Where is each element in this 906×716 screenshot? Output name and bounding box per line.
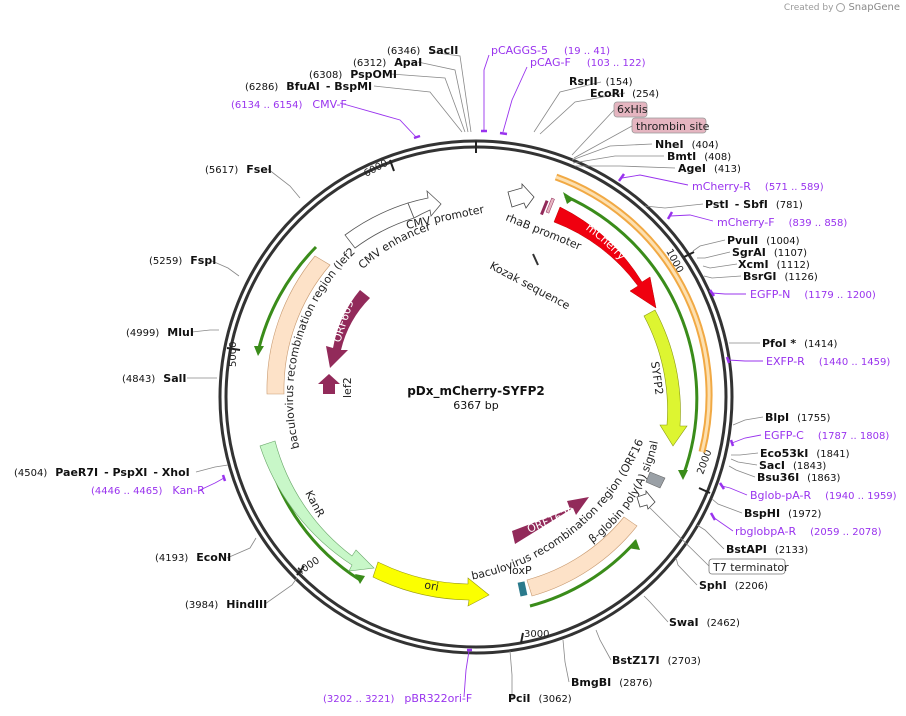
sypf2-feature	[643, 309, 688, 447]
enzyme-label: BlpI(1755)	[765, 411, 830, 424]
bglobin-box	[645, 471, 666, 489]
created-by-text: Created by	[783, 2, 834, 13]
enzyme-label: SwaI(2462)	[669, 616, 740, 629]
scale-ticks	[226, 141, 711, 644]
primer-leader-lines	[199, 54, 763, 698]
enzyme-label: SphI(2206)	[699, 579, 768, 592]
primer-label: EXFP-R(1440 .. 1459)	[766, 355, 890, 368]
kozak-label: Kozak sequence	[488, 259, 573, 312]
enzyme-label: (3984)HindIII	[185, 598, 267, 611]
primer-label: (3202 .. 3221)pBR322ori-F	[323, 692, 472, 705]
orange-region-arc-core	[555, 175, 711, 453]
strand-arrowheads	[254, 192, 688, 584]
enzyme-label: SacI(1843)	[759, 459, 826, 472]
enzyme-label: BstZ17I(2703)	[612, 654, 701, 667]
snapgene-credit: Created by SnapGene	[784, 2, 900, 13]
thrombin-site-label: thrombin site	[636, 120, 710, 133]
cmv-promoter-feature	[407, 189, 442, 219]
lef2-feature	[318, 374, 340, 394]
lef2-label: lef2	[341, 377, 354, 398]
baculovirus-recombination-right	[526, 516, 638, 597]
enzyme-label: AgeI(413)	[678, 162, 741, 175]
orf603-feature	[326, 290, 370, 368]
loxp-label: loxP	[509, 564, 532, 577]
enzyme-label: EcoRI(254)	[590, 87, 659, 100]
enzyme-label: Bsu36I(1863)	[757, 471, 841, 484]
boxed-features: 6xHis thrombin site T7 terminator	[571, 101, 789, 575]
t7-terminator-tag	[708, 558, 786, 575]
enzyme-label: (5259)FspI	[149, 254, 216, 267]
enzyme-label: BspHI(1972)	[744, 507, 821, 520]
kozak-mark	[532, 253, 539, 266]
loxp-feature	[517, 581, 528, 597]
t7-terminator-label: T7 terminator	[712, 561, 789, 574]
enzyme-label: PvuII(1004)	[727, 234, 800, 247]
enzyme-leader-lines	[187, 51, 764, 698]
primer-label: (4446 .. 4465)Kan-R	[91, 484, 205, 497]
enzyme-label: (4843)SalI	[122, 372, 186, 385]
enzyme-label: BstAPI(2133)	[726, 543, 808, 556]
primer-label: pCAG-F(103 .. 122)	[530, 56, 646, 69]
enzyme-label: (4999)MluI	[126, 326, 194, 339]
orf603-label: ORF603	[330, 298, 356, 344]
tick-label-3000: 3000	[524, 629, 549, 640]
mcherry-label: mCherry	[583, 221, 628, 263]
enzyme-label: Eco53kI(1841)	[760, 447, 850, 460]
enzyme-label: (4193)EcoNI	[155, 551, 231, 564]
kanr-feature	[259, 440, 375, 572]
primer-label: mCherry-R(571 .. 589)	[692, 180, 824, 193]
small-promoter-arrow	[636, 489, 656, 510]
enzyme-label: (6312)ApaI	[353, 56, 422, 69]
primer-label: pCAGGS-5(19 .. 41)	[491, 44, 610, 57]
thrombin-site-tag	[631, 117, 707, 134]
primer-label: mCherry-F(839 .. 858)	[717, 216, 847, 229]
enzyme-label: PfoI *(1414)	[762, 337, 837, 350]
enzyme-label: XcmI(1112)	[738, 258, 810, 271]
sypf2-label: SYFP2	[648, 361, 666, 396]
enzyme-label: NheI(404)	[655, 138, 719, 151]
primer-label: EGFP-C(1787 .. 1808)	[764, 429, 889, 442]
primer-label: (6134 .. 6154)CMV-F	[231, 98, 347, 111]
orf1629-feature	[512, 497, 589, 544]
enzyme-label: RsrII(154)	[569, 75, 633, 88]
tick-label-4000: 4000	[295, 555, 322, 578]
enzyme-label: (6346)SacII	[387, 44, 458, 57]
primer-label: rbglobpA-R(2059 .. 2078)	[735, 525, 882, 538]
enzyme-label: PstI- SbfI(781)	[705, 198, 803, 211]
enzyme-label: BsrGI(1126)	[743, 270, 818, 283]
enzyme-label: (5617)FseI	[205, 163, 272, 176]
enzyme-label: (4504)PaeR7I- PspXI- XhoI	[14, 466, 190, 479]
enzyme-label: PciI(3062)	[508, 692, 572, 705]
tick-label-5000: 5000	[228, 342, 239, 367]
mcherry-feature	[553, 206, 657, 309]
plasmid-name: pDx_mCherry-SYFP2	[407, 384, 545, 399]
enzyme-label: (6286)BfuAI- BspMI	[245, 80, 372, 93]
snapgene-logo-icon	[836, 3, 846, 12]
baculovirus-recombination-left	[266, 255, 331, 395]
enzyme-label: (6308)PspOMI	[309, 68, 397, 81]
6xhis-tag	[613, 101, 648, 118]
6xhis-label: 6xHis	[617, 103, 648, 116]
snapgene-brand: SnapGene	[848, 2, 900, 13]
enzyme-label: BmgBI(2876)	[571, 676, 653, 689]
ori-feature	[372, 561, 490, 607]
enzyme-label: BmtI(408)	[667, 150, 731, 163]
ori-label: ori	[423, 578, 439, 593]
primer-label: EGFP-N(1179 .. 1200)	[750, 288, 876, 301]
enzyme-labels: (6346)SacII (6312)ApaI (6308)PspOMI (628…	[14, 44, 850, 705]
rhab-promoter-arrow	[507, 182, 535, 209]
enzyme-label: SgrAI(1107)	[732, 246, 807, 259]
primer-label: Bglob-pA-R(1940 .. 1959)	[750, 489, 897, 502]
plasmid-size: 6367 bp	[453, 399, 498, 412]
small-feature-marks	[540, 197, 555, 216]
primer-labels: pCAGGS-5(19 .. 41) pCAG-F(103 .. 122) (6…	[91, 44, 897, 705]
